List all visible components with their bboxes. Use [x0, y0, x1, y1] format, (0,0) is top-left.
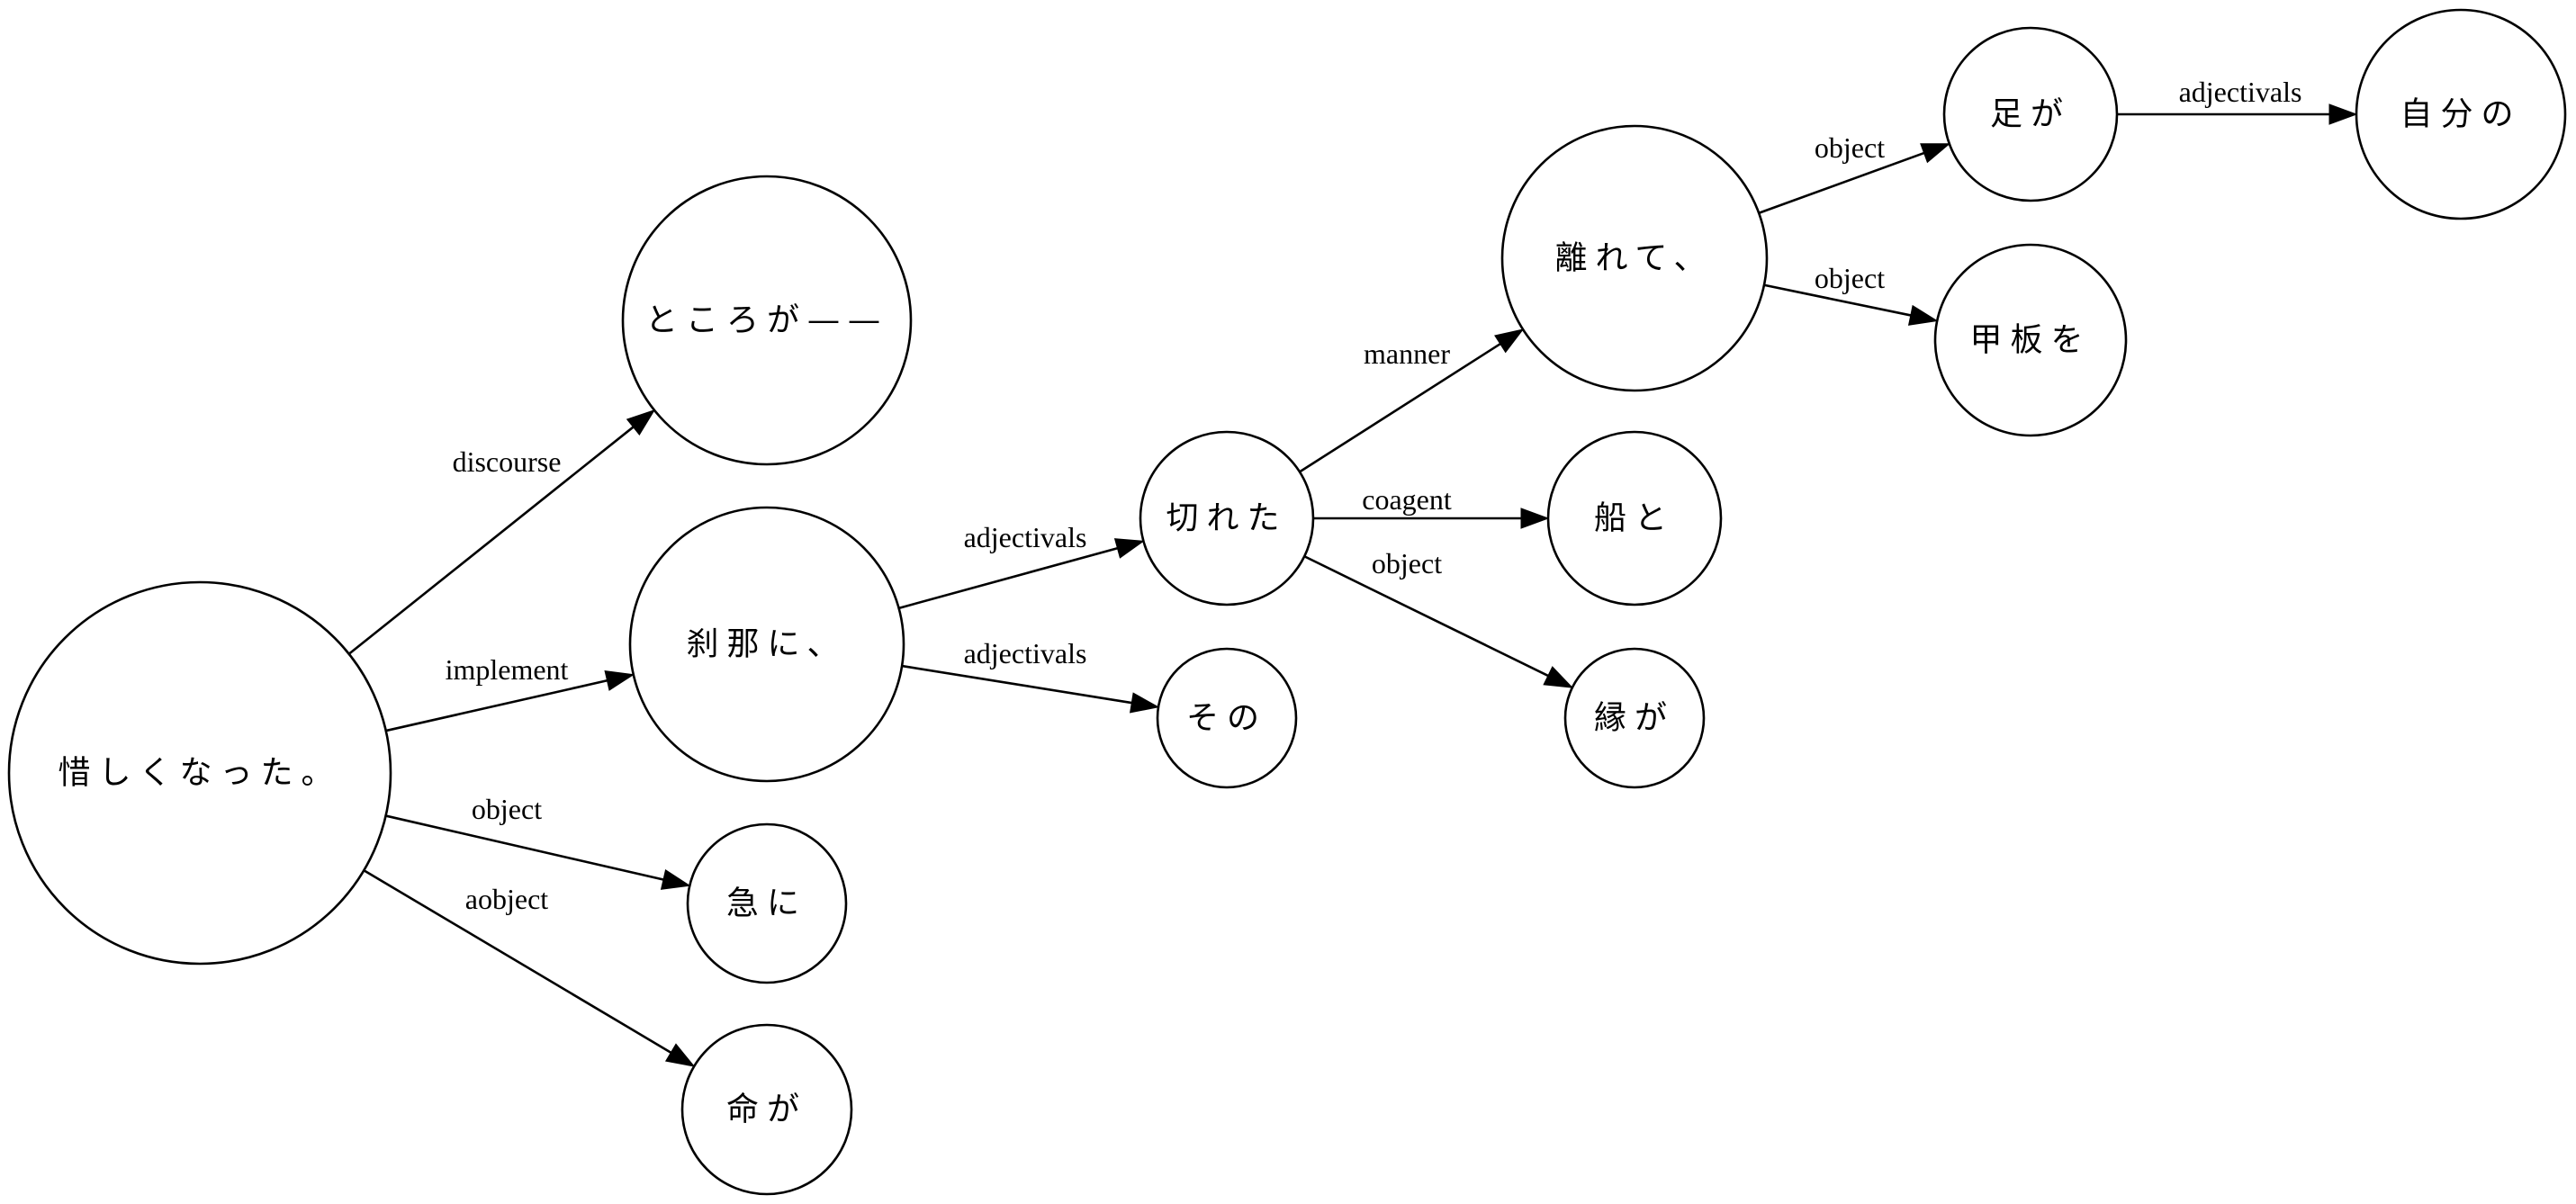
node-circle — [1563, 647, 1706, 789]
edge-label: discourse — [453, 445, 562, 478]
edge-discourse: discourse — [347, 409, 656, 655]
node: 自分の — [2355, 8, 2567, 220]
arrowhead — [2328, 103, 2358, 125]
node: 離れて、 — [1500, 124, 1769, 392]
edge-line — [1763, 283, 1912, 317]
node-label: その — [1186, 700, 1267, 737]
arrowhead — [1113, 538, 1145, 559]
edge-label: adjectivals — [2179, 76, 2302, 108]
edge-adjectivals: adjectivals — [898, 521, 1145, 610]
edge-line — [1303, 555, 1549, 678]
node: 足が — [1942, 26, 2119, 202]
arrowhead — [1907, 304, 1939, 326]
node: ところが—— — [621, 175, 913, 466]
arrowhead — [604, 669, 635, 691]
node: 切れた — [1139, 430, 1315, 606]
node: 命が — [680, 1023, 853, 1196]
node-circle — [1500, 124, 1769, 392]
edge-object: object — [1303, 547, 1574, 688]
node-label: 自分の — [2400, 96, 2521, 133]
arrowhead — [626, 409, 656, 436]
node-circle — [621, 175, 913, 466]
edge-line — [898, 547, 1118, 610]
node-circle — [1139, 430, 1315, 606]
arrowhead — [1543, 666, 1574, 688]
node-label: 刹那に、 — [687, 626, 848, 663]
edge-aobject: aobject — [363, 869, 696, 1067]
node-circle — [1942, 26, 2119, 202]
edge-label: adjectivals — [964, 637, 1087, 669]
arrowhead — [660, 869, 691, 890]
node-circle — [2355, 8, 2567, 220]
node-label: 離れて、 — [1554, 240, 1714, 277]
edge-line — [385, 679, 608, 732]
edges: discourse implement object aobject adjectiva… — [347, 76, 2358, 1067]
edge-label: manner — [1364, 337, 1450, 370]
edge-label: adjectivals — [964, 521, 1087, 553]
edge-line — [1758, 151, 1925, 214]
node-circle — [686, 822, 848, 984]
arrowhead — [664, 1043, 696, 1067]
edge-coagent: coagent — [1313, 483, 1550, 529]
edge-adjectivals: adjectivals — [901, 637, 1160, 714]
node-label: 惜しくなった。 — [58, 755, 341, 792]
node: 船と — [1546, 430, 1723, 606]
node: 急に — [686, 822, 848, 984]
node-circle — [680, 1023, 853, 1196]
arrowhead — [1520, 508, 1550, 529]
edge-object: object — [385, 793, 691, 890]
edge-label: aobject — [465, 883, 549, 915]
node-label: 甲板を — [1969, 322, 2091, 359]
edge-object: object — [1758, 131, 1951, 214]
edge-line — [1299, 343, 1501, 473]
node-label: 切れた — [1166, 500, 1287, 537]
node-circle — [7, 580, 392, 966]
node-label: 足が — [1990, 96, 2071, 133]
edge-object: object — [1763, 262, 1939, 326]
edge-implement: implement — [385, 653, 635, 732]
node: その — [1156, 647, 1298, 789]
node-label: 縁が — [1594, 700, 1675, 737]
node-circle — [1933, 243, 2128, 437]
node-label: ところが—— — [645, 302, 888, 339]
node-circle — [1546, 430, 1723, 606]
edge-line — [385, 814, 664, 881]
edge-line — [901, 664, 1132, 705]
edge-line — [363, 869, 672, 1054]
node-circle — [1156, 647, 1298, 789]
node: 惜しくなった。 — [7, 580, 392, 966]
edge-manner: manner — [1299, 328, 1525, 473]
node: 縁が — [1563, 647, 1706, 789]
edge-label: coagent — [1362, 483, 1452, 516]
edge-adjectivals: adjectivals — [2117, 76, 2358, 125]
arrowhead — [1494, 328, 1525, 354]
node-circle — [628, 506, 905, 783]
edge-label: object — [1815, 131, 1885, 164]
edge-label: object — [1815, 262, 1885, 294]
arrowhead — [1130, 692, 1160, 714]
node: 甲板を — [1933, 243, 2128, 437]
node: 刹那に、 — [628, 506, 905, 783]
edge-label: object — [1372, 547, 1442, 580]
edge-label: object — [472, 793, 542, 825]
edge-label: implement — [446, 653, 569, 686]
edge-line — [347, 426, 635, 655]
node-label: 船と — [1594, 500, 1675, 537]
node-label: 命が — [726, 1092, 807, 1128]
node-label: 急に — [726, 885, 807, 922]
arrowhead — [1920, 143, 1951, 164]
